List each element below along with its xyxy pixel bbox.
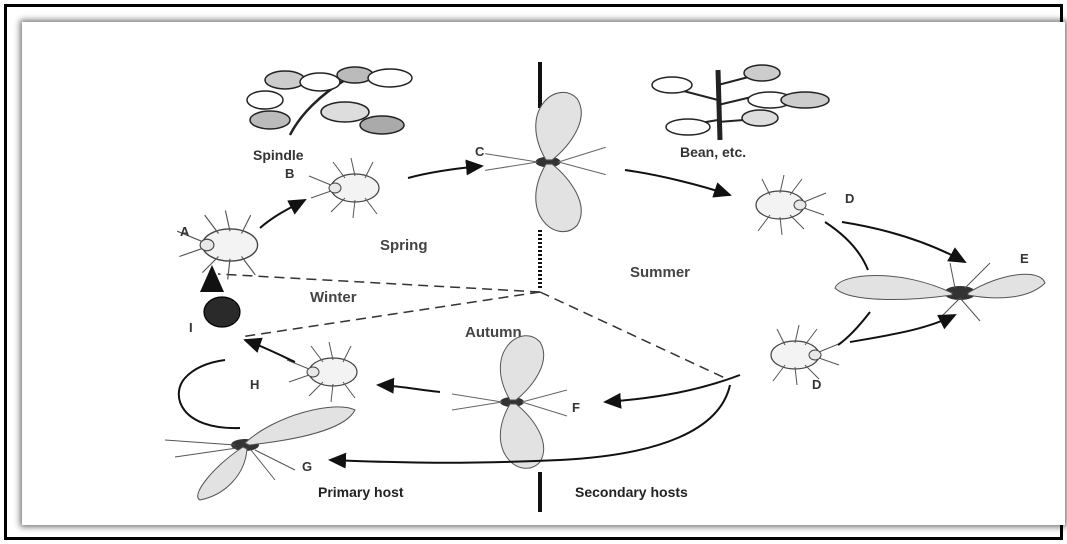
stage-label-c: C	[475, 144, 485, 159]
stage-a-aphid	[177, 211, 258, 280]
stage-label-d2: D	[812, 377, 821, 392]
stage-d1-aphid	[756, 175, 826, 235]
season-spring: Spring	[380, 237, 428, 254]
season-autumn: Autumn	[465, 324, 522, 341]
stage-c-winged-aphid	[485, 92, 606, 231]
season-summer: Summer	[630, 264, 690, 281]
stage-label-i: I	[189, 320, 193, 335]
stage-i-egg	[204, 297, 240, 327]
secondary-hosts-label: Secondary hosts	[575, 484, 688, 500]
spindle-label: Spindle	[253, 147, 304, 163]
stage-label-f: F	[572, 400, 580, 415]
stage-e-winged-aphid	[835, 263, 1045, 321]
stage-d2-aphid	[771, 325, 841, 385]
stage-h-aphid	[287, 342, 357, 402]
stage-label-b: B	[285, 166, 294, 181]
stage-label-a: A	[180, 224, 190, 239]
spindle-plant-illustration	[247, 67, 412, 135]
stage-label-d1: D	[845, 191, 854, 206]
stage-label-e: E	[1020, 251, 1029, 266]
stage-label-g: G	[302, 459, 312, 474]
stage-b-aphid	[309, 158, 379, 218]
bean-label: Bean, etc.	[680, 144, 746, 160]
stage-f-winged-aphid	[452, 336, 567, 469]
season-winter: Winter	[310, 289, 357, 306]
primary-host-label: Primary host	[318, 484, 404, 500]
winter-spring-separator	[218, 274, 540, 292]
stage-label-h: H	[250, 377, 259, 392]
summer-autumn-separator	[540, 292, 725, 378]
bean-plant-illustration	[652, 65, 829, 140]
